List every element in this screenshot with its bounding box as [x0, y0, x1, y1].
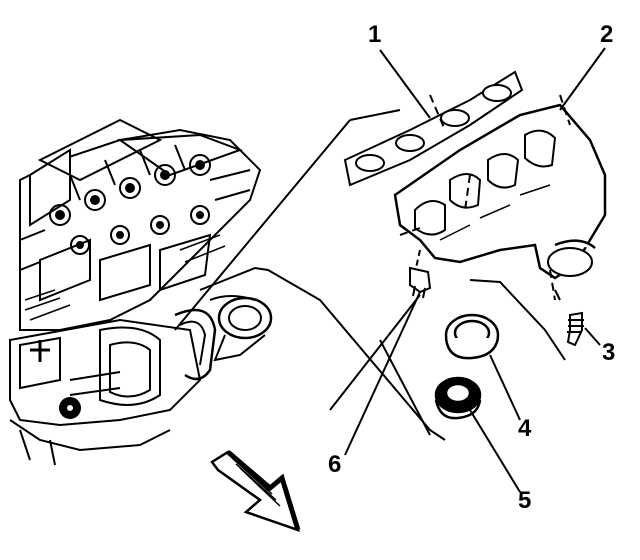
- callout-3: 3: [602, 339, 615, 366]
- callout-6: 6: [328, 451, 341, 478]
- callout-1: 1: [368, 21, 381, 48]
- engine-block: [9, 118, 273, 466]
- stud: [566, 311, 584, 347]
- callout-2: 2: [600, 21, 613, 48]
- assembly-lines: [174, 94, 571, 441]
- callout-4: 4: [518, 415, 532, 442]
- bolt: [409, 266, 432, 299]
- exhaust-manifold: [393, 103, 607, 280]
- callout-leaders: [344, 47, 606, 493]
- exhaust-manifold-gasket: [343, 70, 524, 187]
- view-direction-arrow: [210, 450, 301, 532]
- nut: [434, 376, 482, 420]
- callout-5: 5: [518, 487, 531, 514]
- seal-ring: [444, 313, 500, 360]
